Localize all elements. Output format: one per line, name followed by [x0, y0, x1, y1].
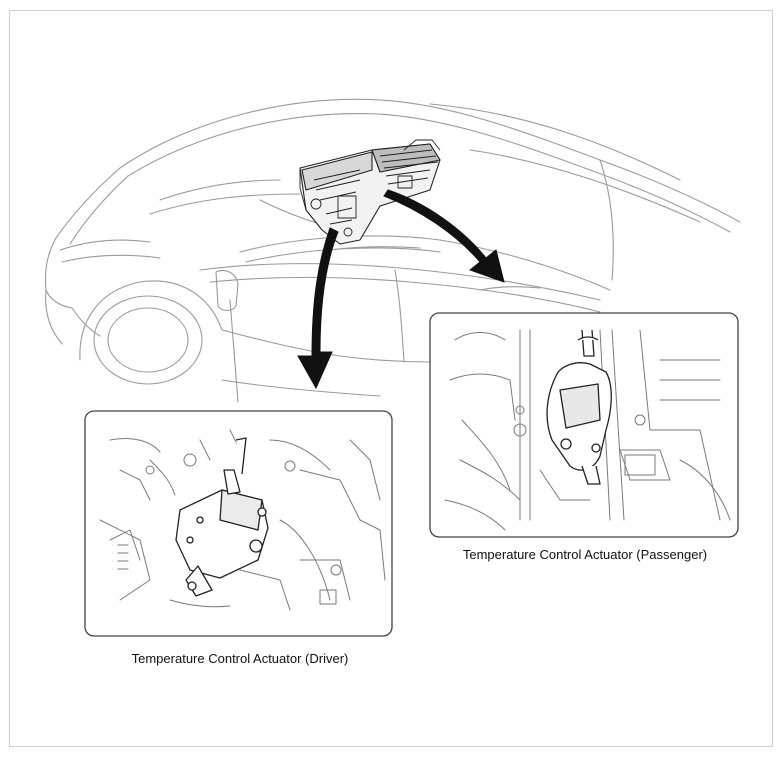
arrows — [297, 189, 505, 390]
arrow-to-driver — [297, 227, 339, 390]
arrow-to-passenger — [383, 189, 505, 283]
hvac-unit-illustration — [299, 139, 441, 245]
driver-actuator-caption: Temperature Control Actuator (Driver) — [131, 651, 349, 666]
driver-actuator-panel — [84, 410, 393, 637]
passenger-actuator-caption: Temperature Control Actuator (Passenger) — [462, 547, 708, 562]
car-outline — [44, 98, 741, 403]
passenger-actuator-panel — [429, 312, 739, 538]
